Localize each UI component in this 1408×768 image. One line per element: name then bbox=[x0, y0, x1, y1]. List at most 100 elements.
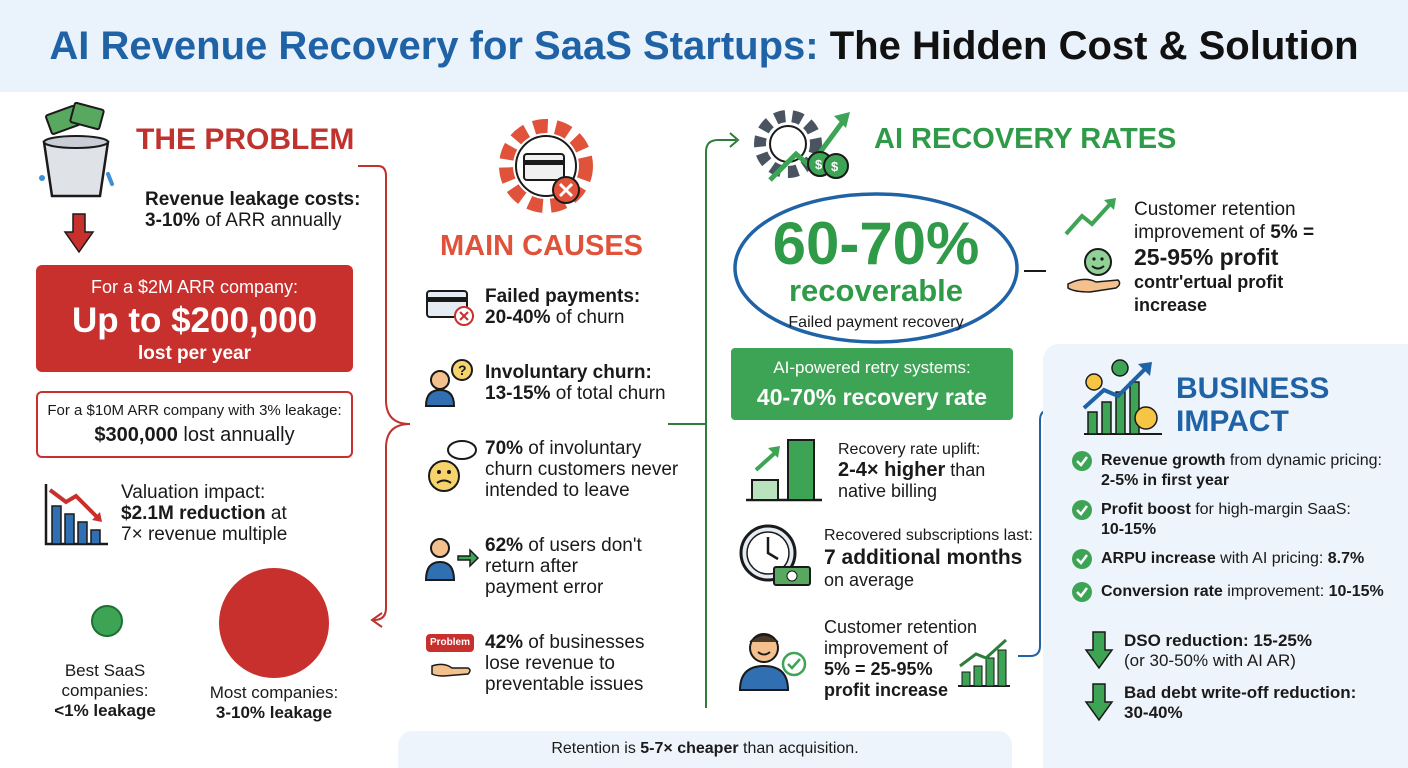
loss-10m-suffix: lost annually bbox=[177, 424, 295, 446]
bad-debt-text: Bad debt write-off reduction: 30-40% bbox=[1124, 683, 1394, 723]
recovery-big-caption: Failed payment recovery bbox=[788, 314, 964, 331]
cause-5-line3: preventable issues bbox=[485, 674, 644, 695]
leakage-suffix: of ARR annually bbox=[199, 210, 342, 231]
cause-item-never-intended: 70% of involuntary churn customers never… bbox=[485, 438, 705, 501]
impact-1-line2: 2-5% in first year bbox=[1101, 472, 1230, 489]
failed-card-icon bbox=[426, 290, 474, 326]
retention-line3: 25-95% profit bbox=[1134, 244, 1279, 270]
uplift-line2: than bbox=[945, 460, 986, 480]
growth-chart-icon bbox=[958, 638, 1010, 687]
uplift-bars-icon bbox=[746, 439, 822, 502]
cause-3-line3: intended to leave bbox=[485, 480, 630, 501]
loss-10m-value: $300,000 bbox=[94, 424, 178, 446]
uplift-line3: native billing bbox=[838, 481, 938, 501]
title-blue: AI Revenue Recovery for SaaS Startups: bbox=[49, 24, 819, 68]
impact-heading-2: IMPACT bbox=[1176, 405, 1289, 438]
retention-line1: Customer retention bbox=[1134, 199, 1296, 220]
cause-4-rest: of users don't bbox=[523, 535, 642, 556]
valuation-line3: 7× revenue multiple bbox=[121, 524, 288, 545]
retention-callout: Customer retention improvement of 5% = 2… bbox=[1134, 198, 1384, 317]
cause-4-line3: payment error bbox=[485, 577, 604, 598]
ai-retry-callout: AI-powered retry systems: 40-70% recover… bbox=[731, 348, 1013, 420]
cause-2-line2: of total churn bbox=[550, 383, 666, 404]
retention-line2: improvement of bbox=[1134, 222, 1271, 243]
happy-customer-icon bbox=[738, 633, 807, 691]
cause-5-bold: 42% bbox=[485, 632, 524, 653]
best-companies-text: Best SaaS companies: <1% leakage bbox=[40, 661, 170, 721]
leakage-label: Revenue leakage costs: bbox=[145, 189, 361, 210]
header-band bbox=[0, 0, 1408, 92]
valuation-text: Valuation impact: $2.1M reduction at 7× … bbox=[121, 482, 351, 545]
most-companies-dot bbox=[219, 568, 329, 678]
cause-3-rest: of involuntary bbox=[523, 438, 642, 459]
growth-coins-icon bbox=[1082, 359, 1162, 435]
most-line1: Most companies: bbox=[209, 683, 339, 702]
cause-1-line2-bold: 20-40% bbox=[485, 307, 551, 328]
best-line2: companies: bbox=[61, 681, 149, 700]
check-icon bbox=[1072, 451, 1092, 471]
cause-item-users-dont-return: 62% of users don't return after payment … bbox=[485, 535, 685, 598]
cause-5-rest: of businesses bbox=[523, 632, 645, 653]
cr-line4: profit increase bbox=[824, 680, 949, 700]
check-icon bbox=[1072, 582, 1092, 602]
down-arrow-icon bbox=[63, 213, 95, 254]
valuation-line1: Valuation impact: bbox=[121, 482, 266, 503]
impact-1-rest: from dynamic pricing: bbox=[1225, 452, 1382, 469]
title-black: The Hidden Cost & Solution bbox=[829, 24, 1359, 68]
bad-line2: 30-40% bbox=[1124, 703, 1183, 722]
loss-callout-line1: For a $2M ARR company: bbox=[90, 277, 299, 297]
leakage-text: Revenue leakage costs: 3-10% of ARR annu… bbox=[145, 189, 375, 231]
uplift-line2-bold: 2-4× higher bbox=[838, 459, 946, 481]
loss-callout-line3: lost per year bbox=[138, 343, 251, 364]
dso-line2: (or 30-50% with AI AR) bbox=[1124, 651, 1296, 670]
subscriptions-text: Recovered subscriptions last: 7 addition… bbox=[824, 524, 1034, 591]
cause-5-line2: lose revenue to bbox=[485, 653, 615, 674]
page-title: AI Revenue Recovery for SaaS Startups: T… bbox=[0, 24, 1408, 69]
impact-4-tail: 10-15% bbox=[1328, 583, 1384, 600]
user-leaving-icon bbox=[424, 538, 480, 581]
impact-2-bold: Profit boost bbox=[1101, 501, 1191, 518]
bad-line1: Bad debt write-off reduction: bbox=[1124, 683, 1357, 702]
confused-user-icon: ? bbox=[424, 359, 473, 407]
impact-4-rest: improvement: bbox=[1222, 583, 1329, 600]
cause-2-line2-bold: 13-15% bbox=[485, 383, 551, 404]
check-icon bbox=[1072, 549, 1092, 569]
bad-debt-down-arrow-icon bbox=[1084, 683, 1114, 722]
footer-banner: Retention is 5-7× cheaper than acquisiti… bbox=[398, 731, 1012, 768]
impact-list: Revenue growth from dynamic pricing:2-5%… bbox=[1072, 451, 1402, 602]
cause-3-bold: 70% bbox=[485, 438, 524, 459]
broken-gear-card-icon bbox=[499, 119, 593, 213]
cr-line1: Customer retention bbox=[824, 617, 978, 637]
valuation-line2: $2.1M reduction bbox=[121, 503, 266, 524]
cause-4-bold: 62% bbox=[485, 535, 524, 556]
recovery-heading: AI RECOVERY RATES bbox=[874, 123, 1177, 155]
recovery-oval bbox=[733, 192, 1019, 344]
recovery-oval-text: 60-70% recoverable Failed payment recove… bbox=[740, 212, 1012, 332]
declining-chart-icon bbox=[44, 484, 108, 546]
most-line2: 3-10% leakage bbox=[215, 703, 333, 722]
clock-money-icon bbox=[739, 524, 811, 586]
impact-3-bold: ARPU increase bbox=[1101, 550, 1216, 567]
recovery-big-sub: recoverable bbox=[788, 273, 964, 308]
ai-retry-line1: AI-powered retry systems: bbox=[773, 358, 971, 377]
customer-retention-text: Customer retention improvement of 5% = 2… bbox=[824, 617, 984, 701]
cause-1-line2: of churn bbox=[550, 307, 625, 328]
ai-retry-line2: 40-70% recovery rate bbox=[756, 384, 988, 410]
impact-4-bold: Conversion rate bbox=[1101, 583, 1223, 600]
best-companies-dot bbox=[91, 605, 123, 637]
footer-bold: 5-7× cheaper bbox=[640, 740, 739, 757]
leakage-value: 3-10% bbox=[145, 210, 200, 231]
dso-line1: DSO reduction: 15-25% bbox=[1124, 631, 1312, 650]
causes-heading: MAIN CAUSES bbox=[440, 230, 644, 262]
uplift-text: Recovery rate uplift: 2-4× higher than n… bbox=[838, 438, 1028, 502]
cause-1-bold: Failed payments: bbox=[485, 286, 641, 307]
impact-item: ARPU increase with AI pricing: 8.7% bbox=[1072, 549, 1402, 569]
impact-3-tail: 8.7% bbox=[1327, 550, 1365, 567]
problem-tag: Problem bbox=[426, 634, 474, 652]
svg-text:?: ? bbox=[458, 362, 467, 378]
valuation-line2-suffix: at bbox=[265, 503, 287, 524]
cause-4-line2: return after bbox=[485, 556, 578, 577]
loss-callout-2m: For a $2M ARR company: Up to $200,000 lo… bbox=[36, 265, 353, 372]
footer-post: than acquisition. bbox=[738, 740, 859, 757]
